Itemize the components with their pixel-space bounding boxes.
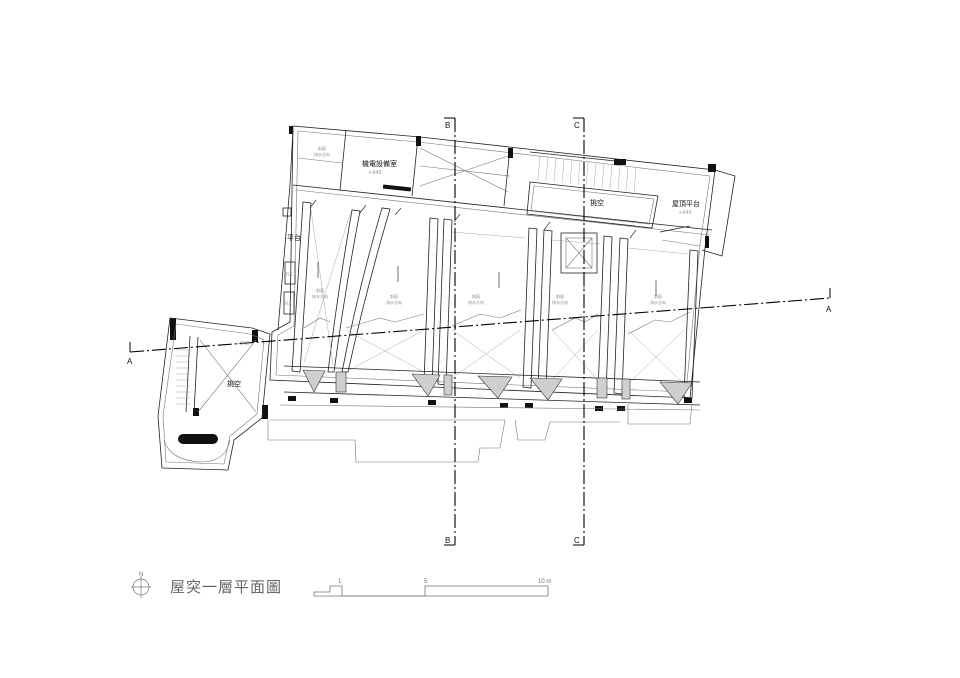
slope-note-5: 斜面 (654, 293, 662, 299)
structural-columns (170, 126, 716, 419)
drain-note-1: 排水方向 (312, 293, 328, 299)
fix-note-1: FIX (286, 272, 292, 277)
lower-canopy (267, 403, 701, 463)
roof-ridge-lines (303, 309, 691, 335)
stair-tower (157, 317, 271, 471)
platform-strip (277, 129, 296, 331)
scale-label-10: 10 m (538, 579, 551, 585)
fix-note-2: FIX (285, 301, 291, 306)
slope-note-4: 斜面 (556, 293, 564, 299)
north-label: N (139, 572, 143, 578)
scale-bar (313, 585, 549, 597)
roof-platform-label: 屋頂平台 (672, 199, 700, 208)
section-a-left-label: A (127, 357, 133, 366)
drain-note-4: 排水方向 (552, 299, 568, 305)
void-right-label: 挑空 (590, 198, 604, 207)
mechanical-room-label: 機電設備室 (362, 159, 397, 168)
void-left-label: 挑空 (227, 379, 241, 388)
slope-note-3: 斜面 (472, 293, 480, 299)
slope-note-1: 斜面 (316, 287, 324, 293)
section-lines (129, 117, 831, 546)
section-a-right-label: A (826, 305, 832, 314)
building-outline (269, 125, 736, 399)
drain-note-5: 排水方向 (650, 299, 666, 305)
scale-label-5: 5 (424, 579, 428, 585)
section-b-top-label: B (445, 121, 450, 130)
north-arrow (131, 576, 151, 598)
roof-platform-level: +945 (678, 210, 692, 216)
section-b-bottom-label: B (445, 536, 450, 545)
scale-label-1: 1 (338, 579, 342, 585)
gutters (283, 365, 701, 406)
mechanical-room-level: +945 (368, 170, 382, 176)
roof-slopes (303, 209, 689, 385)
slope-note-2: 斜面 (390, 293, 398, 299)
platform-label: 平台 (287, 233, 301, 242)
drain-note-3: 排水方向 (468, 299, 484, 305)
section-c-bottom-label: C (574, 536, 580, 545)
section-c-top-label: C (574, 121, 580, 130)
slope-note-small-1: 斜面 (318, 145, 326, 151)
skylight-box (560, 232, 598, 274)
bay-dividers (291, 201, 699, 399)
left-level-label: +945 (236, 341, 250, 347)
drain-note-2: 排水方向 (386, 299, 402, 305)
slope-note-small-2: 排水方向 (314, 151, 330, 157)
drawing-title: 屋突一層平面圖 (170, 578, 282, 596)
